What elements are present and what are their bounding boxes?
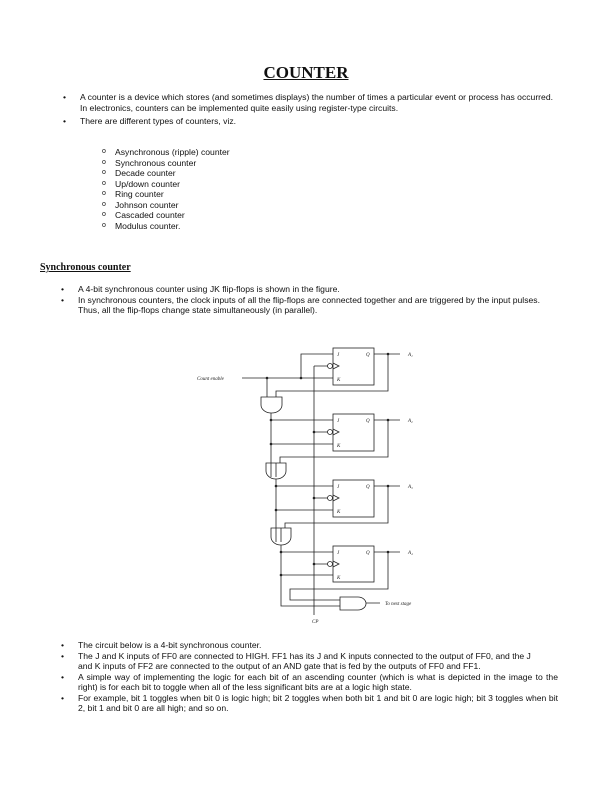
list-item: Synchronous counter [102, 158, 415, 169]
intro-list: A counter is a device which stores (and … [63, 92, 553, 127]
k-label: K [336, 576, 341, 581]
flip-flop-1 [332, 347, 375, 386]
list-item: Decade counter [102, 168, 415, 179]
count-enable-label: Count enable [197, 377, 225, 382]
list-item: In synchronous counters, the clock input… [61, 295, 540, 316]
list-item: A counter is a device which stores (and … [63, 92, 553, 113]
flip-flop-3 [332, 479, 375, 518]
j-label: J [337, 353, 340, 358]
list-item: A simple way of implementing the logic f… [61, 672, 558, 693]
q-label: Q [366, 485, 370, 490]
sync-list: A 4-bit synchronous counter using JK fli… [61, 284, 540, 316]
output-a4-label: A₄ [407, 551, 413, 556]
next-stage-label: To next stage [385, 602, 412, 607]
list-item: A 4-bit synchronous counter using JK fli… [61, 284, 540, 295]
j-label: J [337, 551, 340, 556]
j-label: J [337, 485, 340, 490]
page-title: COUNTER [263, 63, 349, 82]
flip-flop-2 [332, 413, 375, 452]
q-label: Q [366, 419, 370, 424]
k-label: K [336, 378, 341, 383]
output-a1-label: A₁ [407, 353, 413, 358]
flip-flop-4 [332, 545, 375, 583]
list-item: Asynchronous (ripple) counter [102, 147, 415, 158]
q-label: Q [366, 551, 370, 556]
and-gate-final [339, 596, 380, 611]
clock-label: CP [312, 620, 318, 625]
j-label: J [337, 419, 340, 424]
q-label: Q [366, 353, 370, 358]
list-item: Ring counter [102, 189, 415, 200]
k-label: K [336, 510, 341, 515]
clock-line [313, 365, 328, 615]
counter-types-list: Asynchronous (ripple) counter Synchronou… [102, 147, 415, 232]
list-item: Cascaded counter [102, 210, 415, 221]
list-item: The circuit below is a 4-bit synchronous… [61, 640, 558, 651]
notes-list: The circuit below is a 4-bit synchronous… [61, 640, 558, 714]
list-item: Up/down counter [102, 179, 415, 190]
and-gate-3 [270, 527, 292, 546]
list-item: The J and K inputs of FF0 are connected … [61, 651, 533, 672]
output-a3-label: A₃ [407, 485, 413, 490]
section-heading: Synchronous counter [40, 262, 131, 273]
output-a2-label: A₂ [407, 419, 413, 424]
list-item: There are different types of counters, v… [63, 116, 553, 127]
list-item: Johnson counter [102, 200, 415, 211]
list-item: For example, bit 1 toggles when bit 0 is… [61, 693, 558, 714]
and-gate-2 [265, 462, 287, 480]
list-item: Modulus counter. [102, 221, 415, 232]
and-gate-1 [260, 396, 283, 414]
k-label: K [336, 444, 341, 449]
